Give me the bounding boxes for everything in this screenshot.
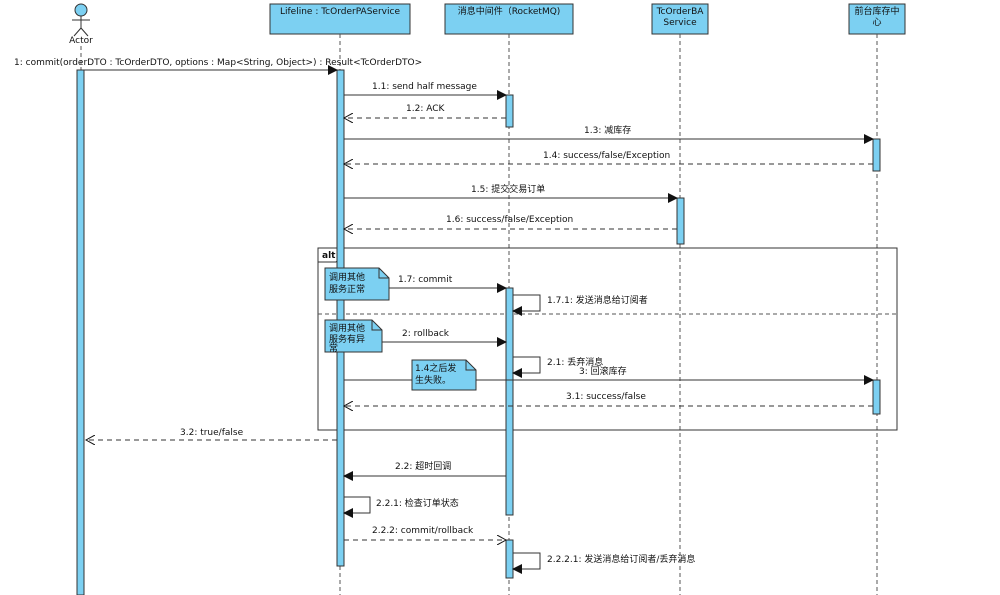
- message-label-2-2-2: 2.2.2: commit/rollback: [372, 526, 474, 536]
- actor-icon: [72, 3, 90, 37]
- lifeline-ba-title-line1: TcOrderBA: [656, 7, 705, 17]
- lifeline-inv-title-line1: 前台库存中: [854, 5, 899, 17]
- message-label-1-6: 1.6: success/false/Exception: [446, 215, 573, 225]
- message-label-3-2: 3.2: true/false: [180, 428, 244, 438]
- activation-inv-2: [872, 379, 881, 415]
- activation-pa: [336, 69, 345, 567]
- message-label-2-2-2-1: 2.2.2.1: 发送消息给订阅者/丢弃消息: [547, 553, 695, 565]
- note-exception: 调用其他 服务有异 常: [324, 319, 383, 354]
- message-label-1-1: 1.1: send half message: [372, 82, 477, 92]
- message-label-1-4: 1.4: success/false/Exception: [543, 151, 670, 161]
- lifeline-pa-title: Lifeline : TcOrderPAService: [280, 7, 400, 17]
- message-arrow-1-7-1: [512, 294, 541, 316]
- lifeline-inv-header[interactable]: [848, 3, 906, 35]
- note-after-1-4-line1: 1.4之后发: [415, 362, 456, 374]
- note-after-1-4: 1.4之后发 生失败。: [411, 359, 477, 391]
- message-label-1-7-1: 1.7.1: 发送消息给订阅者: [547, 294, 648, 306]
- message-label-2-2-1: 2.2.1: 检查订单状态: [376, 497, 459, 509]
- message-label-2-1: 2.1: 丢弃消息: [547, 356, 603, 368]
- note-exception-line2: 服务有异: [329, 333, 365, 345]
- message-label-2: 2: rollback: [402, 329, 450, 339]
- message-arrow-2-2-2-1: [512, 552, 541, 574]
- activation-mq-3: [505, 539, 514, 579]
- message-label-1-3: 1.3: 减库存: [584, 124, 631, 136]
- message-label-1-7: 1.7: commit: [398, 275, 453, 285]
- message-label-1-2: 1.2: ACK: [406, 104, 445, 114]
- activation-actor: [76, 69, 85, 595]
- activation-ba: [676, 197, 685, 245]
- lifeline-mq-header[interactable]: [444, 3, 574, 35]
- message-label-3: 3: 回滚库存: [579, 365, 627, 377]
- actor-label: Actor: [69, 36, 93, 46]
- message-label-3-1: 3.1: success/false: [566, 392, 646, 402]
- lifeline-ba-title-line2: Service: [663, 18, 697, 28]
- note-normal: 调用其他 服务正常: [324, 267, 390, 301]
- note-exception-line3: 常: [329, 342, 338, 354]
- message-label-2-2: 2.2: 超时回调: [395, 460, 451, 472]
- activation-mq-1: [505, 94, 514, 128]
- note-after-1-4-line2: 生失败。: [415, 374, 451, 386]
- message-label-1-5: 1.5: 提交交易订单: [471, 183, 545, 195]
- message-arrow-2-2-1: [343, 496, 371, 518]
- lifeline-mq-title: 消息中间件（RocketMQ): [458, 5, 561, 17]
- note-exception-line1: 调用其他: [329, 322, 365, 334]
- lifeline-pa-header[interactable]: [269, 3, 411, 35]
- note-normal-line1: 调用其他: [329, 271, 365, 283]
- note-normal-line2: 服务正常: [329, 283, 365, 295]
- message-label-1: 1: commit(orderDTO : TcOrderDTO, options…: [14, 58, 422, 68]
- activation-inv-1: [872, 138, 881, 172]
- activation-mq-2: [505, 287, 514, 516]
- message-arrow-2-1: [512, 356, 541, 378]
- alt-fragment-label: alt: [322, 251, 336, 261]
- lifeline-ba-header[interactable]: [651, 3, 709, 35]
- lifeline-inv-title-line2: 心: [872, 17, 881, 28]
